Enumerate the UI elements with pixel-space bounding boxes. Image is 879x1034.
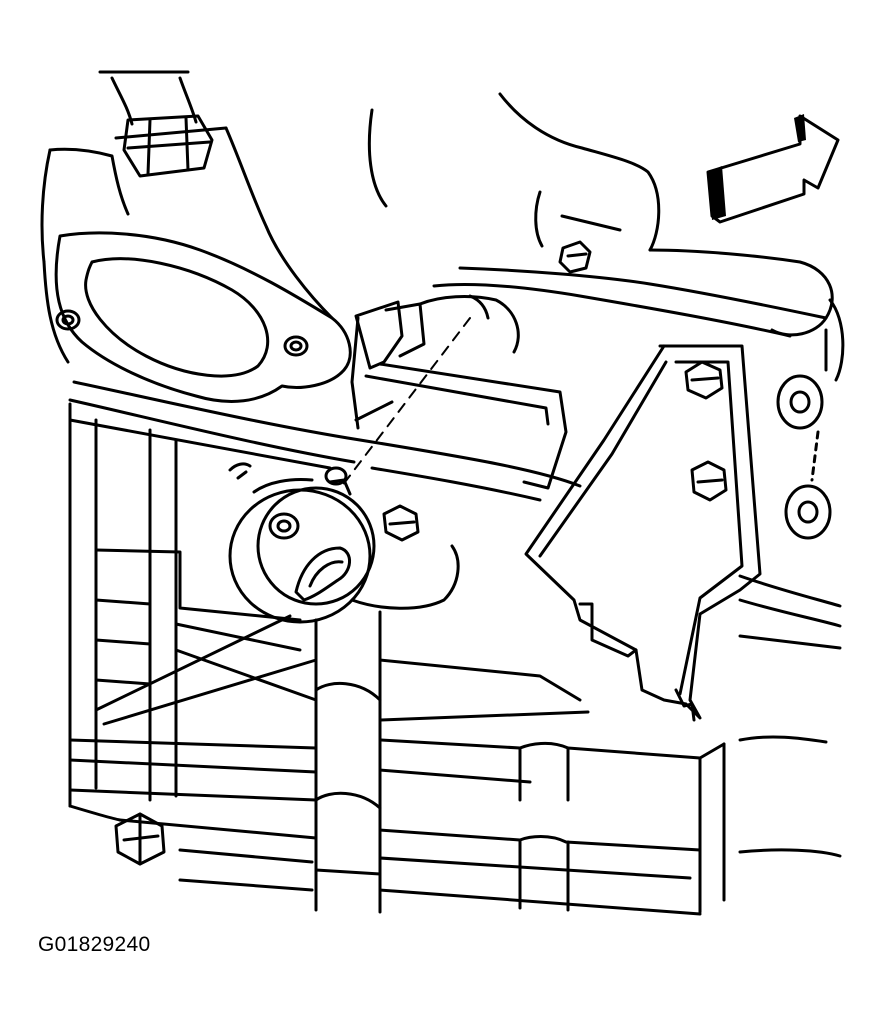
timing-cover [369,94,832,336]
manifold-flange [42,128,350,401]
lower-bolt [116,814,164,864]
right-side-bosses [778,300,843,538]
lower-block-webbing [70,404,840,914]
center-bolt [352,506,458,608]
block-plug [230,464,374,622]
figure-code-label: G01829240 [38,933,151,956]
block-ribs [70,382,840,648]
access-cavity [342,296,566,488]
arrow-forward-icon [708,114,838,222]
hose-fitting-nut [116,116,226,176]
mounting-bracket [526,346,760,720]
